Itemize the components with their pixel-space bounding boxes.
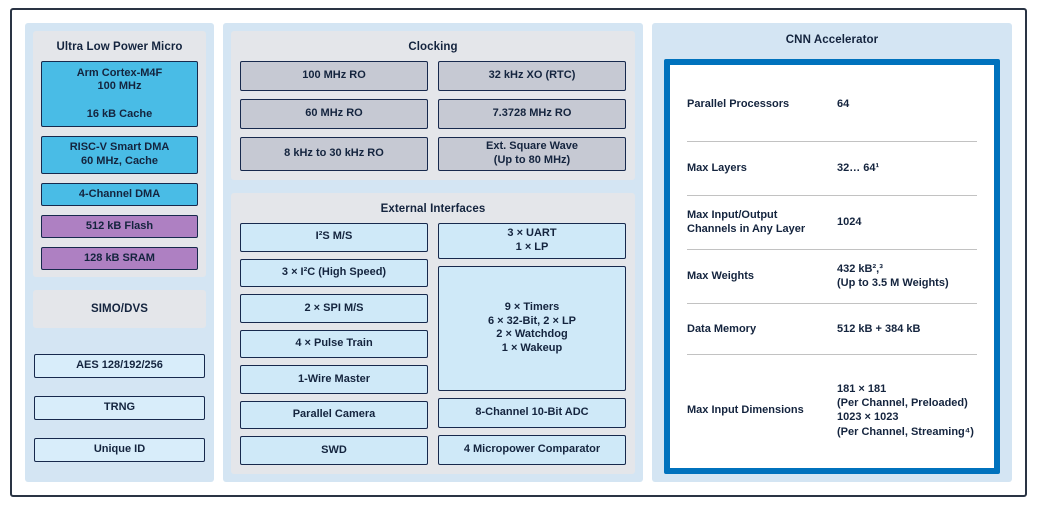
adc-block: 8-Channel 10-Bit ADC [438, 397, 626, 428]
ultra-low-power-micro-panel: Ultra Low Power Micro Arm Cortex-M4F 100… [33, 31, 206, 277]
cnn-accelerator-panel: CNN Accelerator Parallel Processors 64 M… [652, 23, 1012, 482]
parallel-camera-block: Parallel Camera [240, 400, 428, 430]
cnn-label-data-memory: Data Memory [687, 322, 757, 335]
cnn-label-max-weights: Max Weights [687, 270, 755, 283]
flash-512kb-block: 512 kB Flash [41, 215, 198, 238]
interfaces-right-column: 3 × UART 1 × LP 9 × Timers 6 × 32-Bit, 2… [438, 223, 626, 465]
cnn-label-max-io-channels: Max Input/Output Channels in Any Layer [687, 209, 806, 236]
sram-128kb-block: 128 kB SRAM [41, 247, 198, 270]
clock-7-3728mhz-ro-block: 7.3728 MHz RO [438, 99, 626, 129]
four-channel-dma-block: 4-Channel DMA [41, 183, 198, 206]
cnn-label-max-input-dimensions: Max Input Dimensions [687, 404, 804, 417]
cnn-value-max-input-dimensions: 181 × 181 (Per Channel, Preloaded) 1023 … [837, 382, 974, 438]
i2c-block: 3 × I²C (High Speed) [240, 258, 428, 288]
simo-dvs-panel: SIMO/DVS [33, 290, 206, 328]
cnn-row-parallel-processors: Parallel Processors 64 [687, 67, 977, 143]
spi-block: 2 × SPI M/S [240, 294, 428, 323]
cnn-spec-box: Parallel Processors 64 Max Layers 32… 64… [664, 59, 1000, 474]
swd-block: SWD [240, 436, 428, 466]
clocking-panel: Clocking 100 MHz RO 32 kHz XO (RTC) 60 M… [231, 31, 635, 180]
risc-v-smart-dma-block: RISC-V Smart DMA 60 MHz, Cache [41, 136, 198, 174]
cnn-value-max-io-channels: 1024 [837, 216, 862, 229]
aes-block: AES 128/192/256 [34, 354, 205, 378]
cnn-value-parallel-processors: 64 [837, 97, 850, 110]
cnn-row-max-layers: Max Layers 32… 64¹ [687, 142, 977, 196]
timers-block: 9 × Timers 6 × 32-Bit, 2 × LP 2 × Watchd… [438, 265, 626, 391]
cnn-row-max-weights: Max Weights 432 kB²,³ (Up to 3.5 M Weigh… [687, 250, 977, 304]
middle-column: Clocking 100 MHz RO 32 kHz XO (RTC) 60 M… [223, 23, 643, 482]
external-interfaces-grid: I²S M/S 3 × I²C (High Speed) 2 × SPI M/S… [239, 223, 627, 467]
trng-block: TRNG [34, 396, 205, 420]
arm-cortex-m4f-block: Arm Cortex-M4F 100 MHz 16 kB Cache [41, 61, 198, 127]
clocking-title: Clocking [408, 41, 458, 53]
interfaces-left-column: I²S M/S 3 × I²C (High Speed) 2 × SPI M/S… [240, 223, 428, 466]
simo-dvs-title: SIMO/DVS [90, 303, 149, 315]
cnn-row-data-memory: Data Memory 512 kB + 384 kB [687, 304, 977, 355]
cnn-value-data-memory: 512 kB + 384 kB [837, 322, 921, 335]
chip-block-diagram: Ultra Low Power Micro Arm Cortex-M4F 100… [10, 8, 1027, 497]
unique-id-block: Unique ID [34, 438, 205, 462]
cnn-label-parallel-processors: Parallel Processors [687, 97, 790, 110]
cnn-row-max-io-channels: Max Input/Output Channels in Any Layer 1… [687, 196, 977, 250]
clock-32khz-xo-rtc-block: 32 kHz XO (RTC) [438, 61, 626, 91]
pulse-train-block: 4 × Pulse Train [240, 329, 428, 359]
external-interfaces-panel: External Interfaces I²S M/S 3 × I²C (Hig… [231, 193, 635, 474]
cnn-row-max-input-dimensions: Max Input Dimensions 181 × 181 (Per Chan… [687, 355, 977, 466]
uart-block: 3 × UART 1 × LP [438, 223, 626, 259]
cnn-accelerator-title: CNN Accelerator [785, 34, 879, 46]
i2s-block: I²S M/S [240, 223, 428, 252]
one-wire-master-block: 1-Wire Master [240, 365, 428, 394]
clock-100mhz-ro-block: 100 MHz RO [240, 61, 428, 91]
clock-60mhz-ro-block: 60 MHz RO [240, 99, 428, 129]
micro-blocks: Arm Cortex-M4F 100 MHz 16 kB Cache RISC-… [41, 61, 198, 270]
cnn-label-max-layers: Max Layers [687, 162, 747, 175]
clocking-grid: 100 MHz RO 32 kHz XO (RTC) 60 MHz RO 7.3… [239, 61, 627, 173]
left-column: Ultra Low Power Micro Arm Cortex-M4F 100… [25, 23, 214, 482]
clock-8khz-30khz-ro-block: 8 kHz to 30 kHz RO [240, 137, 428, 171]
external-interfaces-title: External Interfaces [380, 203, 486, 215]
comparator-block: 4 Micropower Comparator [438, 434, 626, 465]
ultra-low-power-micro-title: Ultra Low Power Micro [56, 41, 183, 53]
security-blocks: AES 128/192/256 TRNG Unique ID [33, 354, 206, 462]
cnn-value-max-weights: 432 kB²,³ (Up to 3.5 M Weights) [837, 262, 949, 290]
cnn-value-max-layers: 32… 64¹ [837, 162, 880, 175]
clock-ext-square-wave-block: Ext. Square Wave (Up to 80 MHz) [438, 137, 626, 171]
